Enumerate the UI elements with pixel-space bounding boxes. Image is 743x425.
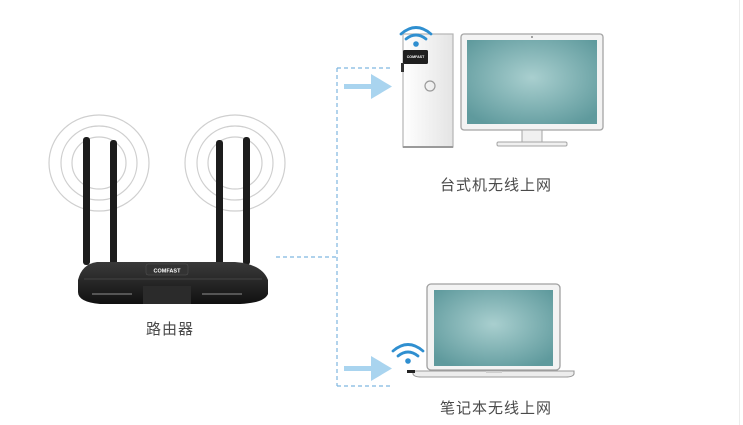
desktop-illustration: COMFAST	[399, 26, 604, 148]
router-signal-rings-right-icon	[184, 114, 286, 212]
adapter-brand-text: COMFAST	[407, 55, 425, 59]
router-brand-text: COMFAST	[154, 269, 182, 275]
router-signal-rings-left-icon	[48, 114, 150, 212]
router-label: 路由器	[146, 320, 195, 338]
router-illustration: COMFAST	[48, 114, 286, 304]
laptop-illustration	[391, 283, 575, 378]
router-vents	[92, 293, 242, 295]
connector-lines	[276, 67, 392, 387]
desktop-power-button	[424, 80, 436, 92]
laptop-screen	[434, 290, 553, 366]
laptop-label: 笔记本无线上网	[440, 399, 553, 417]
laptop-usb-adapter	[407, 370, 415, 373]
arrow-to-laptop-icon	[344, 356, 392, 381]
desktop-monitor-stand	[521, 129, 543, 143]
laptop-base	[412, 370, 575, 378]
desktop-wifi-icon	[399, 26, 433, 47]
right-edge-divider	[739, 0, 740, 425]
arrow-to-desktop-icon	[344, 74, 392, 99]
laptop-wifi-icon	[391, 343, 425, 364]
desktop-monitor-screen	[467, 40, 597, 124]
usb-wifi-adapter	[403, 50, 428, 64]
router-brand-plate	[145, 263, 189, 276]
desktop-label: 台式机无线上网	[440, 176, 553, 194]
router-antennas	[83, 137, 250, 265]
